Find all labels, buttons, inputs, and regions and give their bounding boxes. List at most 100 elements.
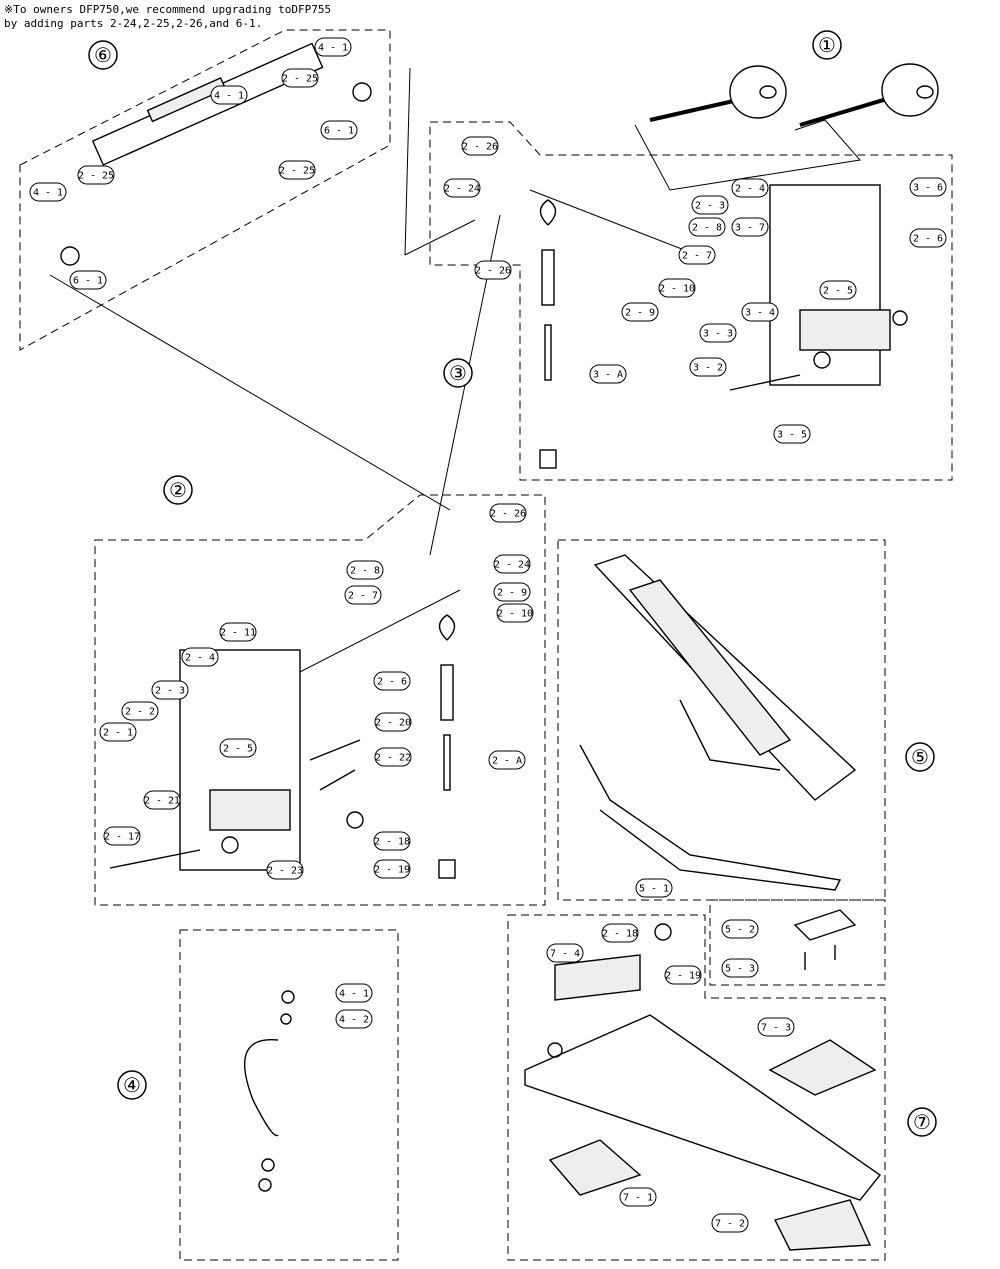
svg-text:2 - 5: 2 - 5	[823, 286, 853, 297]
svg-text:6 - 1: 6 - 1	[73, 276, 103, 287]
svg-text:⑦: ⑦	[913, 1110, 931, 1134]
part-label-g7-0: 2 - 18	[601, 923, 639, 943]
svg-text:2 - 1: 2 - 1	[103, 728, 133, 739]
upgrade-note-line-1: ※To owners DFP750,we recommend upgrading…	[4, 3, 332, 16]
part-label-g3-17: 3 - 5	[773, 424, 811, 444]
svg-text:①: ①	[818, 33, 836, 57]
part-label-g3-0: 2 - 26	[461, 136, 499, 156]
svg-text:2 - 2: 2 - 2	[125, 707, 155, 718]
svg-text:7 - 3: 7 - 3	[761, 1023, 791, 1034]
svg-text:2 - 22: 2 - 22	[375, 753, 411, 764]
group-5-extension	[709, 899, 886, 986]
part-label-g6-6: 2 - 25	[77, 165, 115, 185]
part-label-g2-2: 2 - 8	[346, 560, 384, 580]
part-label-g2-0: 2 - 26	[489, 503, 527, 523]
part-label-g6-3: 6 - 1	[320, 120, 358, 140]
svg-text:2 - 8: 2 - 8	[692, 223, 722, 234]
part-label-g2-3: 2 - 7	[344, 585, 382, 605]
part-label-g3-1: 2 - 24	[443, 178, 481, 198]
svg-text:2 - 24: 2 - 24	[444, 184, 480, 195]
group-3-boundary	[429, 121, 953, 481]
svg-text:3 - 2: 3 - 2	[693, 363, 723, 374]
svg-text:3 - 7: 3 - 7	[735, 223, 765, 234]
part-label-g2-13: 2 - 20	[374, 712, 412, 732]
part-label-g3-14: 3 - 4	[741, 302, 779, 322]
group-2-boundary	[94, 494, 546, 906]
svg-text:3 - A: 3 - A	[593, 370, 623, 381]
strap-4	[244, 990, 295, 1192]
svg-text:3 - 5: 3 - 5	[777, 430, 807, 441]
svg-text:2 - 5: 2 - 5	[223, 744, 253, 755]
part-label-g3-10: 3 - 7	[731, 217, 769, 237]
svg-text:2 - 10: 2 - 10	[497, 609, 533, 620]
part-label-g6-1: 2 - 25	[281, 68, 319, 88]
svg-text:2 - 19: 2 - 19	[665, 971, 701, 982]
part-label-g2-17: 2 - 17	[103, 826, 141, 846]
part-label-g2-11: 2 - 5	[219, 738, 257, 758]
spring-assembly-2	[438, 614, 456, 879]
part-label-g3-7: 2 - 7	[678, 245, 716, 265]
svg-text:2 - A: 2 - A	[492, 756, 522, 767]
group-number-1: ①	[812, 30, 842, 60]
svg-text:2 - 6: 2 - 6	[377, 677, 407, 688]
part-label-g3-5: 2 - 9	[621, 302, 659, 322]
part-label-g7-1: 2 - 19	[664, 965, 702, 985]
svg-text:2 - 3: 2 - 3	[155, 686, 185, 697]
part-label-g6-2: 4 - 1	[210, 85, 248, 105]
part-label-g2-16: 2 - 21	[143, 790, 181, 810]
svg-text:2 - 19: 2 - 19	[374, 865, 410, 876]
svg-text:3 - 3: 3 - 3	[703, 329, 733, 340]
part-label-g7-2: 7 - 4	[546, 943, 584, 963]
svg-text:2 - 25: 2 - 25	[279, 166, 315, 177]
frame-2	[109, 649, 364, 871]
group-number-4: ④	[117, 1070, 147, 1100]
svg-text:7 - 1: 7 - 1	[623, 1193, 653, 1204]
svg-text:②: ②	[169, 478, 187, 502]
group-number-6: ⑥	[88, 40, 118, 70]
part-label-g3-4: 2 - 10	[658, 278, 696, 298]
rod-5-1	[579, 699, 842, 891]
part-label-g4-0: 4 - 1	[335, 983, 373, 1003]
part-label-g2-9: 2 - 2	[121, 701, 159, 721]
part-label-g5-0: 5 - 1	[635, 878, 673, 898]
part-label-g3-11: 3 - 6	[909, 177, 947, 197]
svg-text:2 - 6: 2 - 6	[913, 234, 943, 245]
svg-text:⑤: ⑤	[911, 745, 929, 769]
group-number-7: ⑦	[907, 1107, 937, 1137]
part-label-g3-12: 2 - 6	[909, 228, 947, 248]
svg-text:2 - 18: 2 - 18	[602, 929, 638, 940]
plate-5-2	[793, 909, 857, 970]
svg-text:2 - 24: 2 - 24	[494, 560, 530, 571]
part-label-g6-7: 6 - 1	[69, 270, 107, 290]
drive-shaft	[60, 42, 372, 266]
group-number-5: ⑤	[905, 742, 935, 772]
part-label-g3-13: 2 - 5	[819, 280, 857, 300]
part-label-g7-5: 7 - 2	[711, 1213, 749, 1233]
part-label-g5-2: 5 - 3	[721, 958, 759, 978]
svg-text:2 - 7: 2 - 7	[682, 251, 712, 262]
part-label-g3-2: 2 - 26	[474, 260, 512, 280]
part-label-g2-18: 2 - 23	[266, 860, 304, 880]
group-7-boundary	[507, 914, 886, 1261]
group-boundaries	[19, 29, 953, 1261]
part-label-g2-12: 2 - 6	[373, 671, 411, 691]
group-number-3: ③	[443, 358, 473, 388]
footboard	[593, 554, 857, 801]
group-number-2: ②	[163, 475, 193, 505]
svg-text:4 - 2: 4 - 2	[339, 1015, 369, 1026]
group-4-boundary	[179, 929, 399, 1261]
part-label-g6-0: 4 - 1	[314, 37, 352, 57]
svg-text:2 - 21: 2 - 21	[144, 796, 180, 807]
svg-text:5 - 1: 5 - 1	[639, 884, 669, 895]
svg-text:2 - 11: 2 - 11	[220, 628, 256, 639]
part-label-g7-3: 7 - 3	[757, 1017, 795, 1037]
svg-text:2 - 7: 2 - 7	[348, 591, 378, 602]
svg-text:3 - 6: 3 - 6	[913, 183, 943, 194]
group-numbers: ① ② ③ ④ ⑤ ⑥ ⑦	[88, 30, 937, 1137]
svg-text:2 - 9: 2 - 9	[497, 588, 527, 599]
svg-text:2 - 26: 2 - 26	[490, 509, 526, 520]
part-label-g2-14: 2 - 22	[374, 747, 412, 767]
part-label-g7-4: 7 - 1	[619, 1187, 657, 1207]
part-label-g2-7: 2 - 4	[181, 647, 219, 667]
